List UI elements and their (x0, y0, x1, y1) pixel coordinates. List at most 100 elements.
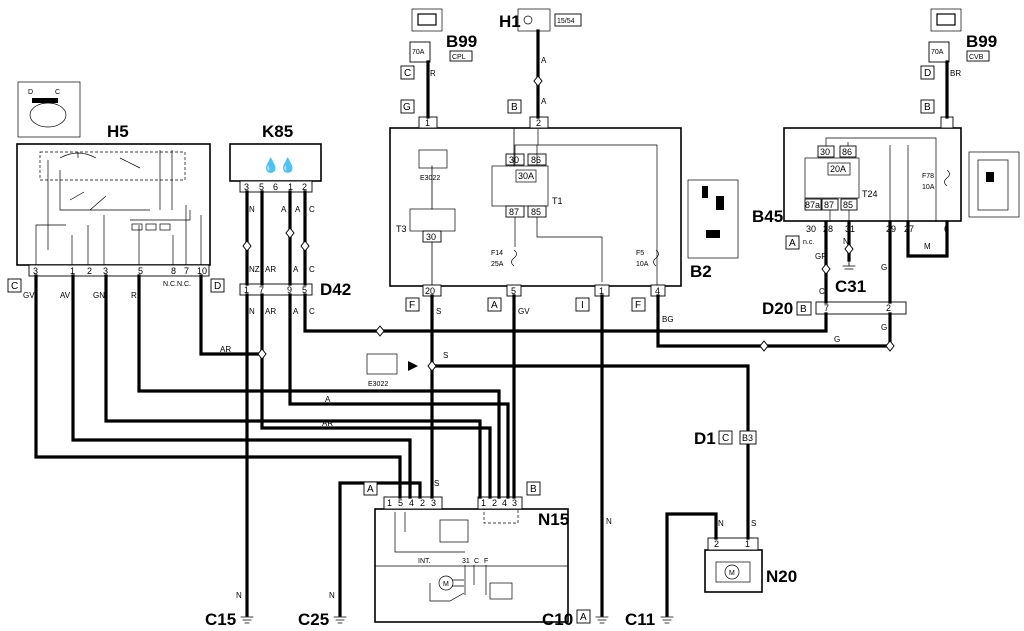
ground-points: C15 C25 C10 C11 (205, 610, 674, 629)
svg-text:85: 85 (843, 200, 853, 210)
svg-text:25A: 25A (491, 261, 504, 268)
svg-text:F: F (635, 300, 641, 311)
svg-text:5: 5 (511, 286, 516, 296)
svg-text:BG: BG (662, 315, 674, 324)
h5-windshield-wiper-switch: H5 D C (16, 81, 211, 266)
svg-text:28: 28 (823, 224, 833, 234)
svg-text:I: I (581, 300, 584, 311)
svg-text:87: 87 (824, 200, 834, 210)
svg-text:NZ: NZ (249, 265, 260, 274)
svg-text:GV: GV (518, 307, 530, 316)
svg-text:A: A (541, 97, 547, 106)
svg-text:5: 5 (138, 266, 143, 276)
svg-text:C: C (819, 287, 825, 296)
svg-text:1: 1 (244, 285, 249, 295)
svg-text:N: N (606, 517, 612, 526)
svg-text:C11: C11 (625, 610, 655, 629)
svg-text:F: F (484, 558, 488, 565)
svg-text:B: B (530, 484, 537, 495)
svg-text:K85: K85 (262, 122, 293, 141)
svg-text:N: N (718, 519, 724, 528)
svg-text:G: G (403, 102, 411, 113)
b45-location-inset (968, 151, 1020, 218)
svg-text:B45: B45 (752, 207, 783, 226)
svg-text:N: N (249, 307, 255, 316)
svg-text:BR: BR (950, 69, 961, 78)
svg-text:2: 2 (536, 118, 541, 128)
svg-text:2: 2 (714, 539, 719, 549)
svg-text:N: N (843, 237, 849, 246)
svg-text:85: 85 (531, 207, 541, 217)
svg-text:S: S (751, 519, 756, 528)
svg-text:CPL: CPL (452, 54, 466, 61)
svg-text:F5: F5 (636, 250, 644, 257)
svg-text:10A: 10A (922, 184, 935, 191)
svg-text:GR: GR (815, 252, 827, 261)
svg-text:N20: N20 (766, 567, 797, 586)
svg-text:A: A (789, 238, 796, 249)
svg-text:C: C (474, 558, 479, 565)
svg-text:F78: F78 (922, 173, 934, 180)
svg-text:A: A (295, 205, 301, 214)
svg-text:20A: 20A (830, 164, 846, 174)
svg-text:1: 1 (481, 498, 486, 508)
svg-text:C31: C31 (835, 277, 866, 296)
svg-text:R: R (430, 69, 436, 78)
svg-text:C15: C15 (205, 610, 236, 629)
svg-text:C: C (55, 89, 60, 96)
svg-text:20: 20 (425, 286, 435, 296)
svg-text:T3: T3 (396, 224, 407, 234)
wire-color-labels: R A A BR GV AV GN R AR N A A C NZ AR A C… (23, 56, 961, 600)
svg-text:GV: GV (23, 291, 35, 300)
svg-text:M: M (729, 570, 735, 577)
svg-text:CVB: CVB (969, 54, 984, 61)
k85-washer-pump: K85 💧💧 (229, 122, 322, 182)
d1-label: D1 (694, 429, 716, 448)
svg-text:C25: C25 (298, 610, 329, 629)
svg-text:F14: F14 (491, 250, 503, 257)
svg-text:C10: C10 (542, 610, 573, 629)
svg-text:A: A (491, 300, 498, 311)
svg-text:30: 30 (806, 224, 816, 234)
svg-text:1: 1 (745, 539, 750, 549)
svg-text:A: A (281, 205, 287, 214)
svg-text:G: G (834, 335, 840, 344)
h5-pin-strip: 3 1 2 3 5 8 7 10 N.C.N.C. (28, 264, 210, 288)
svg-text:E3022: E3022 (368, 381, 388, 388)
svg-text:B: B (924, 102, 931, 113)
svg-text:AR: AR (265, 265, 276, 274)
svg-text:S: S (443, 351, 448, 360)
svg-text:1: 1 (599, 286, 604, 296)
svg-text:M: M (924, 242, 931, 251)
svg-text:B: B (800, 304, 807, 315)
svg-text:10: 10 (197, 266, 207, 276)
svg-text:n.c.: n.c. (803, 239, 814, 246)
h5-label: H5 (107, 122, 129, 141)
svg-text:C: C (309, 205, 315, 214)
svg-text:3: 3 (512, 498, 517, 508)
svg-text:H1: H1 (499, 12, 521, 31)
svg-text:C: C (404, 68, 411, 79)
svg-text:7: 7 (824, 303, 829, 313)
svg-text:3: 3 (431, 498, 436, 508)
svg-text:C: C (309, 265, 315, 274)
svg-text:87: 87 (509, 207, 519, 217)
svg-text:86: 86 (842, 147, 852, 157)
svg-text:B: B (511, 102, 518, 113)
svg-text:A: A (541, 56, 547, 65)
svg-text:6: 6 (273, 182, 278, 192)
svg-text:D: D (924, 68, 931, 79)
svg-text:15/54: 15/54 (557, 18, 575, 25)
svg-text:C: C (722, 433, 729, 444)
svg-text:GN: GN (93, 291, 105, 300)
svg-text:1: 1 (425, 118, 430, 128)
svg-text:3: 3 (103, 266, 108, 276)
svg-text:A: A (325, 395, 331, 404)
svg-text:A: A (293, 307, 299, 316)
svg-text:2: 2 (420, 498, 425, 508)
svg-text:T1: T1 (552, 196, 563, 206)
svg-text:31: 31 (462, 558, 470, 565)
svg-text:3: 3 (244, 182, 249, 192)
svg-text:AR: AR (220, 345, 231, 354)
svg-text:70A: 70A (412, 49, 425, 56)
